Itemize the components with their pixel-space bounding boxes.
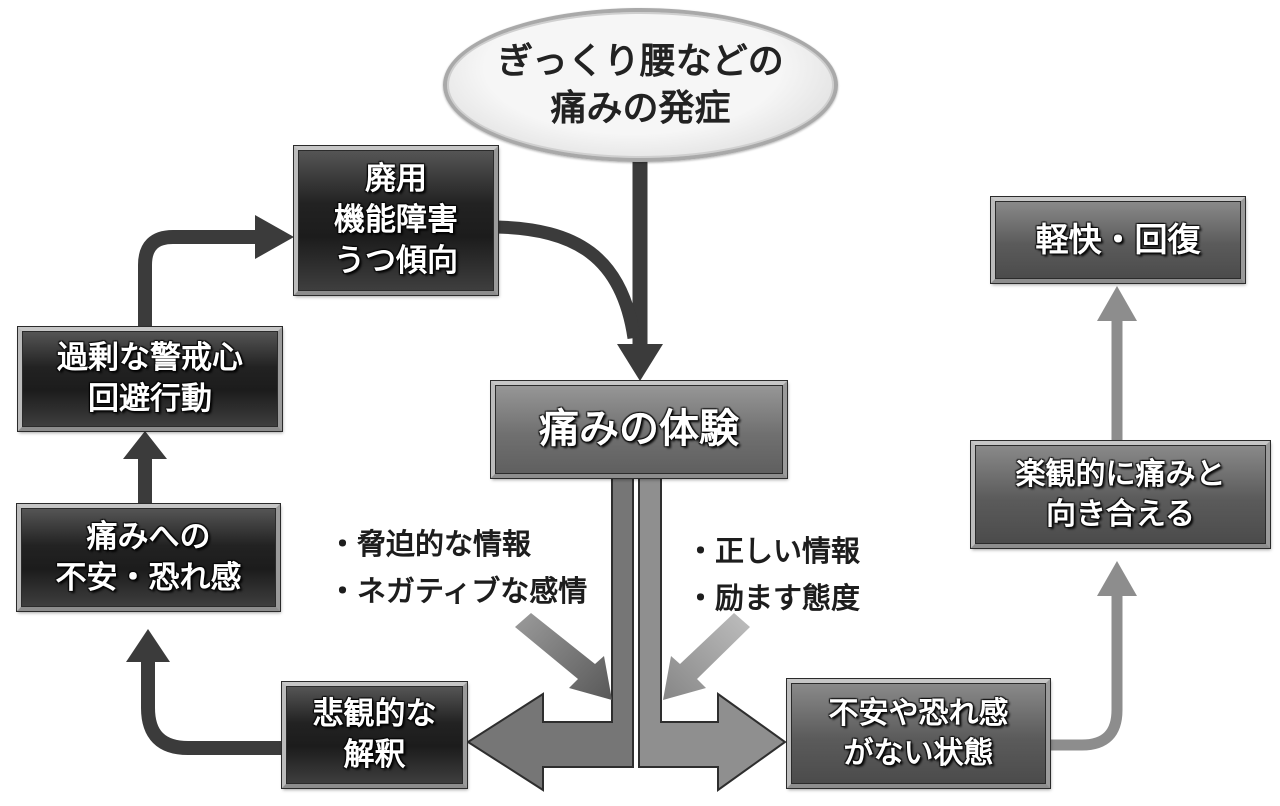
arrow-optimistic-to-recovery xyxy=(1097,286,1137,441)
arrow-pessimistic-to-fear xyxy=(126,629,284,755)
annotation-positive-line-1: ・正しい情報 xyxy=(686,536,861,568)
node-recovery: 軽快・回復 xyxy=(990,196,1246,284)
arrow-fear-to-vigilance xyxy=(123,431,167,506)
node-pain-experience: 痛みの体験 xyxy=(490,380,788,479)
fear-label: 痛みへの 不安・恐れ感 xyxy=(55,518,242,595)
node-fear: 痛みへの 不安・恐れ感 xyxy=(16,503,281,612)
optimistic-label: 楽観的に痛みと 向き合える xyxy=(1015,457,1226,531)
pain-onset-label: ぎっくり腰などの 痛みの発症 xyxy=(497,40,784,128)
big-arrow-right xyxy=(638,461,787,792)
arrow-positive-influence xyxy=(663,613,750,700)
big-arrow-left xyxy=(466,461,634,792)
arrow-nofear-to-optimistic xyxy=(1049,561,1137,751)
annotation-negative: ・脅迫的な情報 ・ネガティブな感情 xyxy=(328,522,587,616)
annotation-negative-line-1: ・脅迫的な情報 xyxy=(328,529,532,561)
node-pain-onset: ぎっくり腰などの 痛みの発症 xyxy=(443,8,838,162)
arrow-vigilance-to-disuse xyxy=(138,215,294,330)
recovery-label: 軽快・回復 xyxy=(1035,221,1201,259)
node-disuse: 廃用 機能障害 うつ傾向 xyxy=(293,145,499,296)
annotation-positive: ・正しい情報 ・励ます態度 xyxy=(686,529,860,623)
pain-experience-label: 痛みの体験 xyxy=(539,407,739,452)
node-no-fear: 不安や恐れ感 がない状態 xyxy=(786,678,1051,789)
arrow-negative-influence xyxy=(515,613,612,700)
arrow-disuse-to-pain xyxy=(496,220,641,339)
node-vigilance: 過剰な警戒心 回避行動 xyxy=(17,326,283,432)
node-optimistic: 楽観的に痛みと 向き合える xyxy=(970,440,1271,549)
annotation-positive-line-2: ・励ます態度 xyxy=(686,583,861,615)
node-pessimistic: 悲観的な 解釈 xyxy=(281,681,468,789)
disuse-label: 廃用 機能障害 うつ傾向 xyxy=(334,161,458,278)
arrow-onset-to-pain xyxy=(617,150,663,381)
vigilance-label: 過剰な警戒心 回避行動 xyxy=(57,340,243,416)
annotation-negative-line-2: ・ネガティブな感情 xyxy=(328,576,588,608)
no-fear-label: 不安や恐れ感 がない状態 xyxy=(828,696,1009,770)
pessimistic-label: 悲観的な 解釈 xyxy=(312,696,437,772)
